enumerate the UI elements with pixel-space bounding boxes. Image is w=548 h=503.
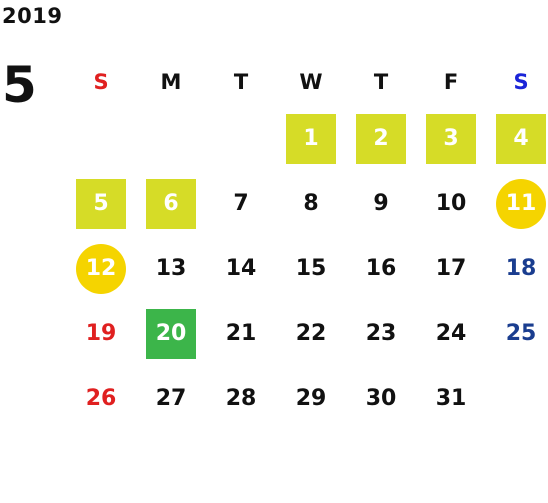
day-cell-7[interactable]: 7 (206, 171, 276, 236)
empty-cell (206, 106, 276, 171)
day-cell-13[interactable]: 13 (136, 236, 206, 301)
day-cell-11[interactable]: 11 (486, 171, 548, 236)
day-number: 16 (365, 256, 397, 281)
day-number: 14 (225, 256, 257, 281)
day-number: 30 (365, 386, 397, 411)
day-cell-24[interactable]: 24 (416, 301, 486, 366)
day-number: 24 (435, 321, 467, 346)
day-number: 13 (155, 256, 187, 281)
day-cell-27[interactable]: 27 (136, 366, 206, 431)
day-number: 3 (426, 113, 476, 164)
day-number: 26 (85, 386, 117, 411)
day-cell-21[interactable]: 21 (206, 301, 276, 366)
day-cell-4[interactable]: 4 (486, 106, 548, 171)
day-cell-17[interactable]: 17 (416, 236, 486, 301)
day-number: 27 (155, 386, 187, 411)
day-number: 22 (295, 321, 327, 346)
year-label: 2019 (2, 4, 63, 28)
day-cell-23[interactable]: 23 (346, 301, 416, 366)
day-cell-14[interactable]: 14 (206, 236, 276, 301)
day-cell-1[interactable]: 1 (276, 106, 346, 171)
day-number: 25 (505, 321, 537, 346)
weekday-header-wed: W (299, 70, 323, 94)
empty-cell (66, 106, 136, 171)
empty-cell (136, 106, 206, 171)
day-cell-31[interactable]: 31 (416, 366, 486, 431)
day-number: 2 (356, 113, 406, 164)
weekday-header-sun: S (93, 70, 109, 94)
day-number: 10 (435, 191, 467, 216)
day-number: 8 (303, 191, 319, 216)
day-cell-5[interactable]: 5 (66, 171, 136, 236)
day-number: 6 (146, 178, 196, 229)
weekday-header-sat: S (513, 70, 529, 94)
day-number: 19 (85, 321, 117, 346)
day-number: 1 (286, 113, 336, 164)
weekday-header-fri: F (443, 70, 459, 94)
day-cell-19[interactable]: 19 (66, 301, 136, 366)
day-cell-2[interactable]: 2 (346, 106, 416, 171)
day-cell-30[interactable]: 30 (346, 366, 416, 431)
day-number: 21 (225, 321, 257, 346)
day-cell-6[interactable]: 6 (136, 171, 206, 236)
day-number: 20 (146, 308, 196, 359)
day-number: 9 (373, 191, 389, 216)
day-cell-18[interactable]: 18 (486, 236, 548, 301)
day-number: 28 (225, 386, 257, 411)
day-cell-10[interactable]: 10 (416, 171, 486, 236)
day-cell-25[interactable]: 25 (486, 301, 548, 366)
day-cell-28[interactable]: 28 (206, 366, 276, 431)
day-number: 17 (435, 256, 467, 281)
weekday-header-thu: T (373, 70, 389, 94)
day-number: 29 (295, 386, 327, 411)
day-number: 23 (365, 321, 397, 346)
weekday-header-tue: T (233, 70, 249, 94)
day-cell-22[interactable]: 22 (276, 301, 346, 366)
day-number: 18 (505, 256, 537, 281)
day-cell-8[interactable]: 8 (276, 171, 346, 236)
day-cell-9[interactable]: 9 (346, 171, 416, 236)
weekday-header-mon: M (160, 70, 182, 94)
day-cell-15[interactable]: 15 (276, 236, 346, 301)
day-cell-16[interactable]: 16 (346, 236, 416, 301)
day-number: 15 (295, 256, 327, 281)
day-cell-29[interactable]: 29 (276, 366, 346, 431)
day-number: 5 (76, 178, 126, 229)
day-cell-26[interactable]: 26 (66, 366, 136, 431)
day-number: 31 (435, 386, 467, 411)
day-cell-12[interactable]: 12 (66, 236, 136, 301)
day-number: 7 (233, 191, 249, 216)
day-number: 12 (76, 243, 126, 294)
day-number: 11 (496, 178, 546, 229)
month-number: 5 (2, 56, 37, 114)
day-cell-3[interactable]: 3 (416, 106, 486, 171)
day-cell-20[interactable]: 20 (136, 301, 206, 366)
day-number: 4 (496, 113, 546, 164)
